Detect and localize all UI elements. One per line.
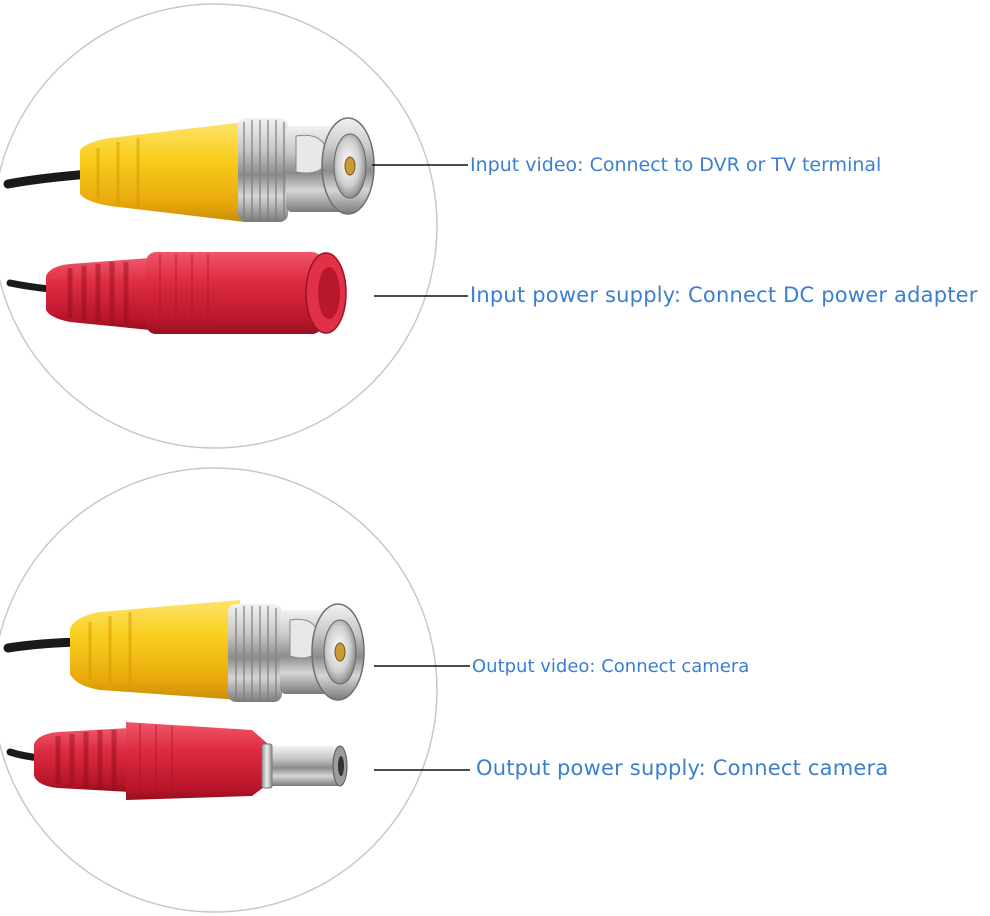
label-output-video: Output video: Connect camera [472, 656, 750, 677]
dc-male-plug-icon [34, 722, 348, 800]
label-input-power: Input power supply: Connect DC power ada… [470, 283, 978, 307]
bnc-male-connector-icon [70, 600, 365, 702]
bnc-male-connector-icon [80, 117, 375, 222]
dc-female-jack-icon [46, 252, 347, 334]
bottom-connector-group [0, 467, 438, 913]
label-output-power: Output power supply: Connect camera [476, 756, 889, 780]
label-input-video: Input video: Connect to DVR or TV termin… [470, 154, 882, 176]
top-connector-group [0, 3, 438, 449]
top-circle-frame [0, 3, 438, 449]
